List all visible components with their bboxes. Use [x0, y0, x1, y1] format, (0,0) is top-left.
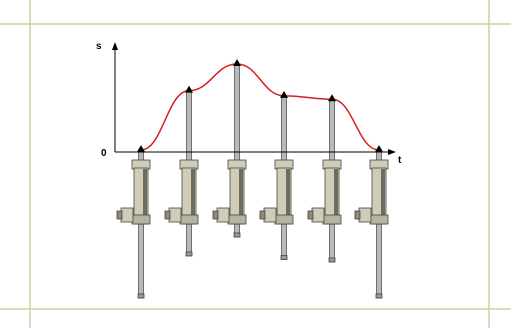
x-axis-arrow-icon — [388, 149, 396, 155]
valve-connector — [354, 210, 361, 220]
piston-rod-lower — [138, 223, 144, 299]
y-axis-label: s — [96, 41, 102, 52]
piston-rod-upper — [281, 95, 287, 169]
y-axis-arrow-icon — [112, 42, 118, 50]
piston-rod-lower — [329, 223, 335, 263]
valve-connector — [212, 210, 219, 220]
rod-end-cap — [280, 255, 288, 260]
valve-block — [311, 207, 325, 223]
cylinder-5 — [307, 98, 342, 263]
cylinder-barrel-shade — [239, 169, 243, 223]
valve-block — [263, 207, 277, 223]
x-axis-label: t — [398, 155, 402, 166]
rod-end-cap — [137, 293, 145, 299]
rod-end-cap — [233, 232, 241, 238]
cylinders-layer — [116, 63, 389, 299]
position-marker-4 — [280, 90, 288, 98]
piston-rod-upper — [186, 90, 192, 169]
cylinder-foot — [179, 214, 199, 225]
rod-end-cap — [185, 251, 193, 257]
valve-block — [216, 207, 230, 223]
position-marker-1 — [137, 145, 145, 152]
cylinder-barrel-shade — [191, 169, 195, 223]
valve-connector — [259, 210, 266, 220]
cylinder-barrel-shade — [286, 169, 290, 223]
cylinder-2 — [164, 90, 199, 257]
piston-rod-lower — [186, 223, 192, 257]
cylinder-barrel-shade — [143, 169, 147, 223]
origin-label: 0 — [101, 148, 107, 159]
cylinder-1 — [116, 149, 151, 299]
position-marker-2 — [185, 85, 193, 93]
position-marker-3 — [233, 59, 241, 66]
cylinder-4 — [259, 95, 294, 260]
piston-rod-lower — [281, 223, 287, 260]
piston-rod-lower — [376, 223, 382, 299]
valve-connector — [307, 210, 314, 220]
cylinder-6 — [354, 149, 389, 299]
valve-connector — [116, 210, 123, 220]
cylinder-barrel-shade — [334, 169, 338, 223]
cylinder-foot — [274, 214, 294, 225]
valve-block — [168, 207, 182, 223]
rod-end-cap — [328, 257, 336, 263]
cylinder-foot — [369, 214, 389, 225]
valve-block — [358, 207, 372, 223]
axes: s t 0 — [96, 41, 402, 166]
markers-layer — [137, 59, 383, 152]
valve-connector — [164, 210, 171, 220]
position-marker-6 — [375, 145, 383, 152]
displacement-curve — [140, 63, 380, 151]
cylinder-3 — [212, 63, 247, 238]
cylinder-barrel-shade — [381, 169, 385, 223]
cylinder-foot — [227, 214, 247, 225]
valve-block — [120, 207, 134, 223]
piston-rod-upper — [329, 98, 335, 169]
position-marker-5 — [328, 94, 336, 102]
cylinder-foot — [131, 214, 151, 225]
rod-end-cap — [375, 293, 383, 299]
cylinder-foot — [322, 214, 342, 225]
